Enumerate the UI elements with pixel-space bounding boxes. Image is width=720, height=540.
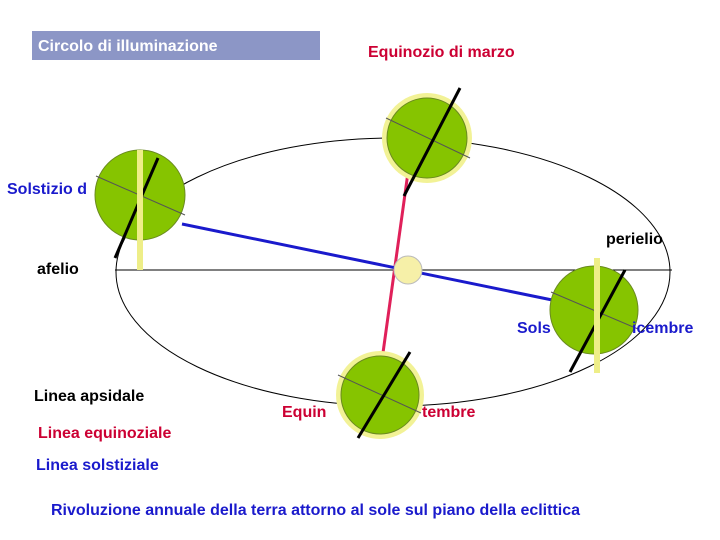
label-perihelion: perielio (606, 231, 663, 248)
label-september-equinox-right: tembre (422, 404, 476, 421)
label-december-solstice-left: Sols (517, 320, 551, 337)
earth-june-solstice (94, 149, 186, 270)
legend-apsidal-line: Linea apsidale (34, 388, 145, 405)
earth-march-equinox (382, 87, 472, 197)
label-june-solstice: Solstizio d (7, 181, 87, 198)
label-aphelion: afelio (37, 261, 79, 278)
solstitial-line (181, 222, 563, 304)
earth-december-solstice (549, 258, 639, 373)
label-december-solstice-right: icembre (632, 320, 694, 337)
label-march-equinox: Equinozio di marzo (368, 44, 515, 61)
legend-illumination-circle-text: Circolo di illuminazione (38, 38, 218, 55)
legend-equinoctial-line: Linea equinoziale (38, 425, 172, 442)
label-september-equinox-left: Equin (282, 404, 327, 421)
caption: Rivoluzione annuale della terra attorno … (51, 502, 581, 519)
legend-illumination-circle: Circolo di illuminazione (32, 31, 320, 60)
legend-solstitial-line: Linea solstiziale (36, 457, 159, 474)
earth-september-equinox (336, 351, 424, 439)
sun (393, 255, 423, 285)
